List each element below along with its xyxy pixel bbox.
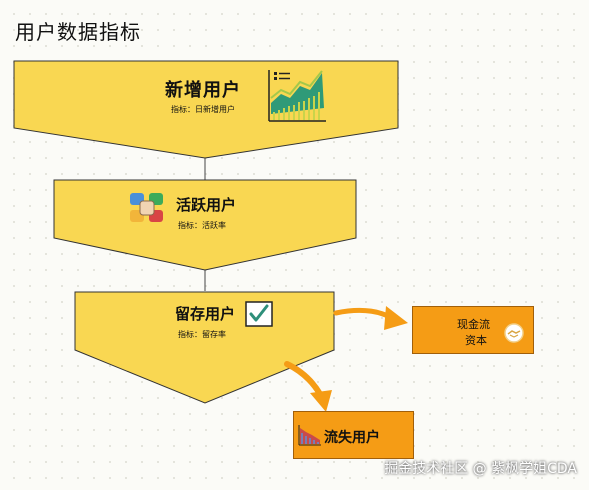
hands-teamwork-icon — [130, 193, 163, 222]
stage-active-users-metric: 指标：活跃率 — [178, 221, 226, 230]
arrow-head-loss — [310, 390, 332, 412]
growth-chart-icon — [268, 70, 326, 122]
funnel-stage-new-users — [13, 60, 399, 159]
stage-new-users-label: 新增用户 — [165, 80, 241, 101]
stage-active-users-label: 活跃用户 — [176, 196, 237, 214]
watermark: 掘金技术社区 @ 紫枫学姐CDA — [384, 461, 577, 477]
stage-retained-users-metric: 指标：留存率 — [178, 330, 226, 339]
cash-flow-label: 现金流 — [457, 318, 490, 331]
declining-chart-icon — [298, 425, 321, 446]
arrow-head-cash — [384, 306, 408, 330]
stage-new-users-metric: 指标：日新增用户 — [171, 105, 235, 114]
arrow-to-cash — [333, 307, 395, 321]
capital-label: 资本 — [465, 334, 487, 347]
outcome-churned-users: 流失用户 — [293, 411, 414, 459]
stage-retained-users-label: 留存用户 — [175, 305, 236, 323]
page-title: 用户数据指标 — [15, 20, 141, 44]
funnel-stage-active-users — [53, 179, 357, 271]
churned-users-label: 流失用户 — [324, 430, 380, 446]
checkbox-checked-icon — [245, 301, 273, 327]
handshake-deal-icon — [504, 323, 524, 343]
arrow-to-loss — [284, 361, 323, 397]
outcome-cash-flow: 现金流 资本 — [412, 306, 534, 354]
